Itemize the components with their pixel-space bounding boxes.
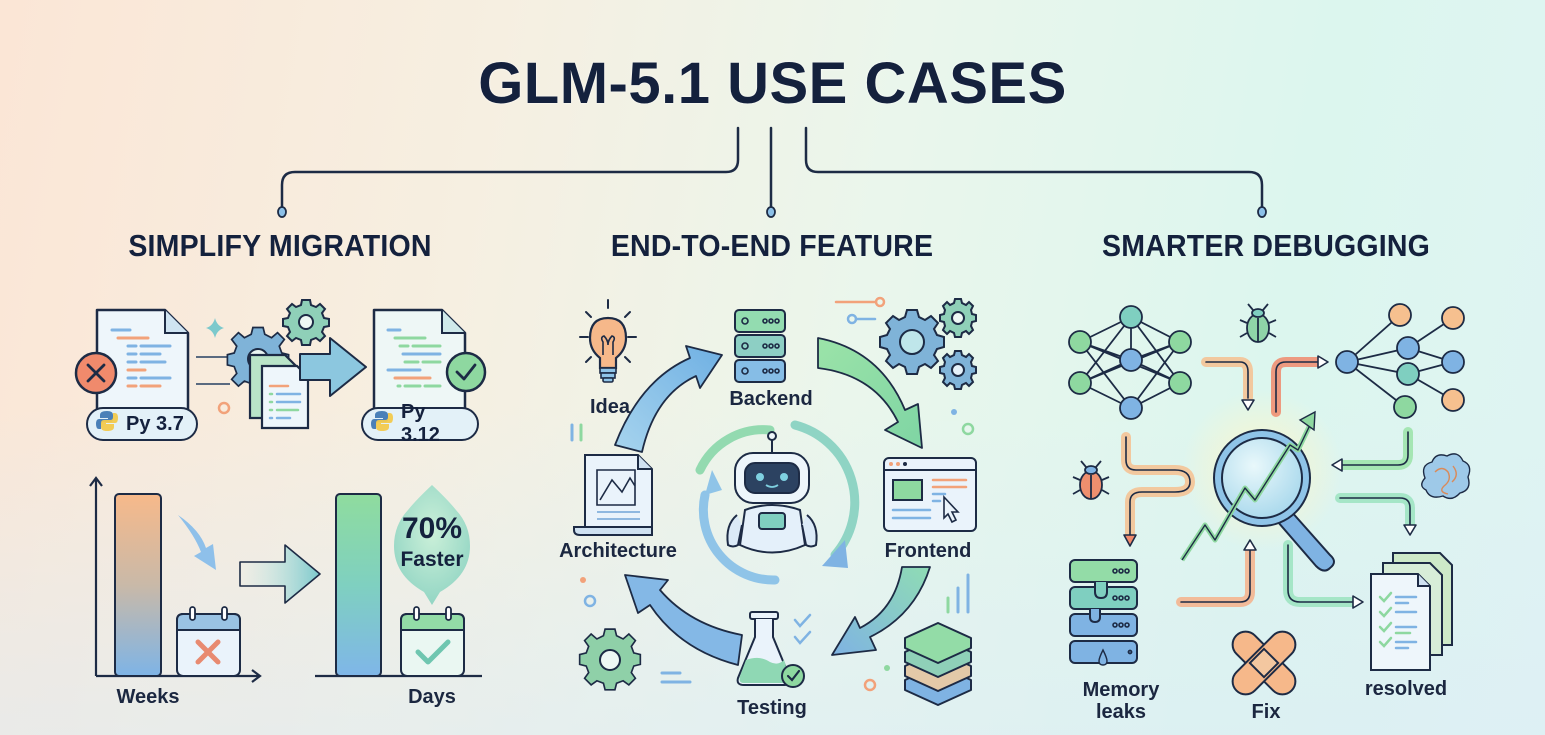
cycle-arrow-idea-to-backend: [614, 345, 723, 453]
lightbulb-icon: [579, 299, 637, 383]
connector-left: [280, 126, 740, 210]
bug-icon: [1239, 303, 1277, 343]
section-title-feature: END-TO-END FEATURE: [610, 228, 934, 263]
cycle-arrow-testing-to-architecture: [624, 574, 743, 666]
memory-leaks-label-line1: Memory: [1082, 679, 1160, 701]
python-logo-icon: [371, 410, 393, 438]
tangle-cloud-icon: [1421, 453, 1471, 500]
y-axis: [89, 476, 103, 676]
calendar-x-icon: [176, 606, 241, 677]
connector-dot-right: [1257, 206, 1267, 218]
gear-icon: [578, 628, 642, 691]
bar-after: [335, 493, 382, 677]
down-arrow-icon: [178, 515, 216, 570]
target-version-badge: Py 3.12: [361, 401, 479, 446]
decor-circle: [217, 401, 231, 415]
page-title: GLM-5.1 USE CASES: [478, 51, 1067, 116]
speedup-badge: [394, 485, 470, 605]
bandage-icon: [1231, 630, 1297, 696]
old-code-document-icon: [95, 308, 190, 430]
inner-cycle-arrow-left-head: [705, 470, 722, 495]
browser-window-icon: [883, 457, 977, 532]
flow-arrow-memory-to-fix: [1176, 543, 1255, 607]
layers-stack-icon: [904, 622, 972, 706]
connector-right: [804, 126, 1264, 210]
speedup-value: 70%: [401, 512, 463, 545]
resolved-documents-icon: [1370, 552, 1453, 671]
cycle-arrow-frontend-to-testing: [831, 566, 931, 656]
flow-arrow-to-resolved: [1335, 493, 1415, 530]
decor-lines: [580, 573, 970, 692]
migration-arrow-icon: [299, 337, 367, 397]
flow-arrow-network-to-center: [1201, 357, 1253, 403]
decor-nodes: [570, 296, 975, 442]
bug-red-icon: [1072, 460, 1110, 500]
connector-dot-center: [766, 206, 776, 218]
tree-graph-icon: [1335, 303, 1465, 419]
flow-arrow-network-to-memory: [1121, 432, 1195, 540]
blueprint-icon: [573, 454, 653, 536]
flask-icon: [736, 611, 812, 688]
resolved-label: resolved: [1364, 678, 1448, 700]
cycle-label-frontend: Frontend: [884, 540, 972, 562]
cycle-label-testing: Testing: [737, 697, 807, 719]
magnifier-icon: [1179, 410, 1335, 572]
flow-arrows: [1121, 355, 1417, 609]
cycle-arrow-backend-to-frontend: [817, 337, 923, 449]
progress-arrow-icon: [239, 544, 321, 604]
cycle-label-backend: Backend: [729, 388, 813, 410]
connector-dot-left: [277, 206, 287, 218]
source-version-badge: Py 3.7: [86, 407, 198, 441]
inner-cycle-arrow-right-head: [822, 540, 848, 568]
bar-before: [114, 493, 162, 677]
gears-cluster-icon: [879, 298, 977, 390]
neural-network-icon: [1068, 305, 1192, 420]
speedup-label: Faster: [400, 548, 464, 571]
source-version-label: Py 3.7: [126, 412, 184, 435]
target-version-label: Py 3.12: [401, 401, 440, 446]
sparkle-icon: [206, 318, 224, 338]
cycle-label-idea: Idea: [589, 396, 631, 418]
inner-cycle-arrow-right: [790, 420, 860, 560]
memory-leaks-label: Memory leaks: [1068, 679, 1174, 723]
server-icon: [734, 309, 786, 383]
error-x-icon: [74, 351, 118, 395]
converting-documents-icon: [248, 353, 310, 430]
cycle-label-architecture: Architecture: [559, 540, 677, 562]
gear-small-icon: [282, 299, 330, 346]
memory-leaks-label-line2: leaks: [1095, 701, 1147, 723]
flow-arrow-tree-to-center: [1335, 427, 1413, 470]
section-title-migration: SIMPLIFY MIGRATION: [128, 228, 432, 263]
calendar-check-icon: [400, 606, 465, 677]
leaking-server-icon: [1069, 559, 1138, 666]
fix-label: Fix: [1251, 701, 1281, 723]
before-duration-label: Weeks: [116, 686, 180, 708]
after-duration-label: Days: [408, 686, 456, 708]
robot-icon: [726, 431, 818, 554]
inner-cycle-arrow-left: [698, 490, 780, 585]
inner-cycle-arrow-top: [695, 425, 775, 475]
section-title-debugging: SMARTER DEBUGGING: [1102, 228, 1430, 263]
check-circle-icon: [445, 351, 487, 393]
python-logo-icon: [96, 410, 118, 438]
